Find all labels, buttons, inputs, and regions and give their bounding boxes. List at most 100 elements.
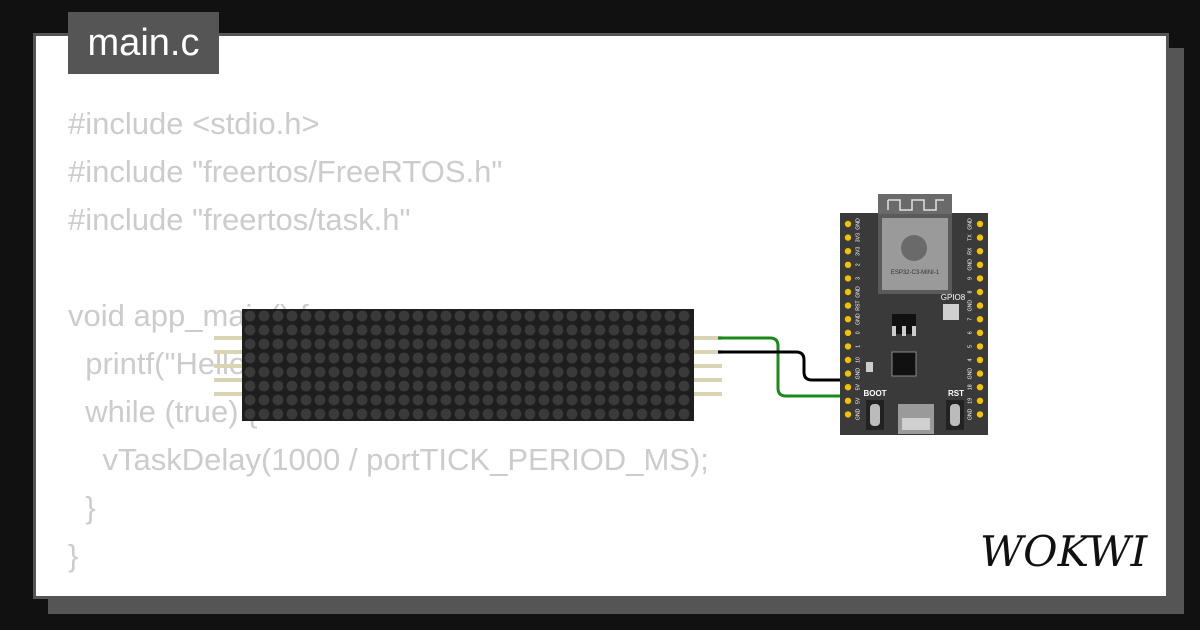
led-dot [356, 408, 368, 420]
led-dot [426, 394, 438, 406]
header-pin[interactable] [976, 397, 984, 404]
header-pin[interactable] [844, 397, 852, 404]
led-dot [636, 324, 648, 336]
header-pin[interactable] [844, 302, 852, 309]
led-dot [384, 310, 396, 322]
led-dot [328, 324, 340, 336]
led-dot [594, 352, 606, 364]
led-dot [678, 338, 690, 350]
led-dot [678, 352, 690, 364]
led-dot [356, 394, 368, 406]
led-dot [426, 366, 438, 378]
led-dot [496, 338, 508, 350]
matrix-out-pin [694, 378, 722, 382]
led-dot [650, 380, 662, 392]
header-pin[interactable] [844, 343, 852, 350]
led-dot [468, 408, 480, 420]
header-pin[interactable] [976, 384, 984, 391]
led-dot [454, 310, 466, 322]
led-dot [482, 352, 494, 364]
led-dot [384, 394, 396, 406]
header-pin[interactable] [844, 288, 852, 296]
header-pin[interactable] [976, 220, 984, 228]
header-pin[interactable] [844, 411, 852, 418]
header-pin[interactable] [844, 234, 852, 241]
led-dot [650, 338, 662, 350]
pin-label: 7 [967, 318, 973, 321]
led-dot [300, 394, 312, 406]
led-dot [482, 380, 494, 392]
matrix-in-pin [214, 378, 242, 382]
led-dot [314, 394, 326, 406]
led-dot [426, 352, 438, 364]
matrix-in-pin [214, 336, 242, 340]
header-pin[interactable] [844, 275, 852, 282]
code-line: #include "freertos/FreeRTOS.h" [68, 154, 503, 189]
pin-label: GND [967, 408, 973, 420]
wire-green[interactable] [718, 336, 850, 398]
led-dot [314, 380, 326, 392]
led-dot [622, 366, 634, 378]
led-dot [664, 352, 676, 364]
led-dot [482, 366, 494, 378]
header-pin[interactable] [976, 261, 984, 268]
led-dot [538, 408, 550, 420]
pin-label: 6 [967, 331, 973, 334]
header-pin[interactable] [844, 384, 852, 391]
header-pin[interactable] [844, 248, 852, 255]
led-dot [272, 324, 284, 336]
header-pin[interactable] [976, 370, 984, 377]
header-pin[interactable] [976, 248, 984, 255]
led-dot [566, 324, 578, 336]
file-tab-main[interactable]: main.c [68, 12, 219, 74]
led-dot [412, 366, 424, 378]
led-dot [258, 338, 270, 350]
matrix-in-pin [214, 392, 242, 396]
pin-label: 8 [967, 290, 973, 293]
rst-label: RST [948, 389, 964, 398]
led-matrix[interactable] [242, 309, 694, 421]
header-pin[interactable] [976, 356, 984, 364]
led-dot [538, 338, 550, 350]
led-dot [342, 408, 354, 420]
rst-button-cap[interactable] [950, 404, 960, 426]
header-pin[interactable] [976, 316, 984, 323]
regulator-pin [912, 326, 916, 336]
header-pin[interactable] [976, 343, 984, 350]
header-pin[interactable] [844, 329, 852, 336]
led-dot [286, 338, 298, 350]
header-pin[interactable] [976, 234, 984, 241]
led-dot [636, 338, 648, 350]
led-dot [328, 380, 340, 392]
led-dot [510, 380, 522, 392]
boot-button-cap[interactable] [870, 404, 880, 426]
header-pin[interactable] [844, 316, 852, 323]
rgb-led[interactable] [943, 304, 959, 320]
header-pin[interactable] [976, 302, 984, 309]
usb-port[interactable] [902, 418, 930, 430]
matrix-in-pin [214, 364, 242, 368]
led-dot [398, 408, 410, 420]
led-dot [356, 338, 368, 350]
header-pin[interactable] [976, 411, 984, 418]
wire-black[interactable] [718, 350, 850, 382]
led-dot [258, 352, 270, 364]
led-dot [552, 338, 564, 350]
header-pin[interactable] [844, 220, 852, 228]
pin-label: GND [855, 313, 861, 325]
led-dot [510, 338, 522, 350]
led-dot [664, 324, 676, 336]
header-pin[interactable] [976, 288, 984, 296]
header-pin[interactable] [844, 356, 852, 364]
code-editor[interactable]: #include <stdio.h>#include "freertos/Fre… [68, 100, 709, 580]
led-dot [678, 310, 690, 322]
pin-label: 9 [967, 277, 973, 280]
header-pin[interactable] [976, 329, 984, 336]
header-pin[interactable] [976, 275, 984, 282]
header-pin[interactable] [844, 370, 852, 377]
led-dot [272, 338, 284, 350]
header-pin[interactable] [844, 261, 852, 268]
